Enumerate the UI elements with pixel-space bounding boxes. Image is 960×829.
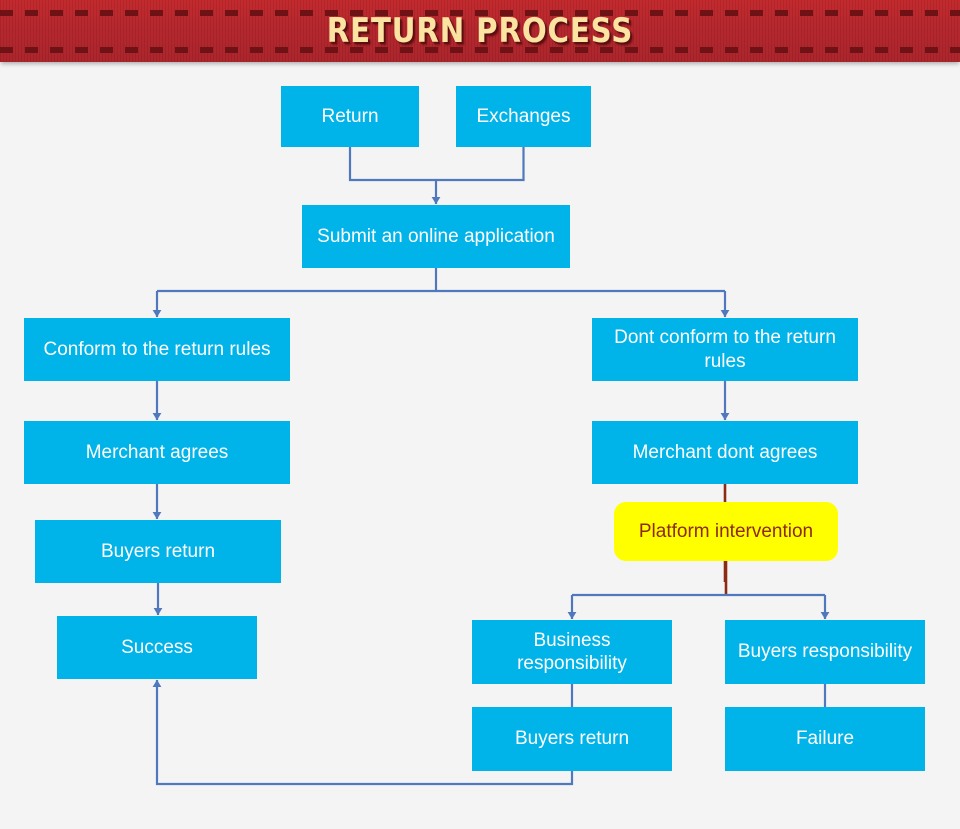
flow-node-conform: Conform to the return rules — [24, 318, 290, 381]
flow-diagram: Return ExchangesSubmit an online applicat… — [0, 62, 960, 829]
flow-node-return: Return — [281, 86, 419, 147]
flow-node-label: Business responsibility — [478, 629, 666, 675]
header-banner: RETURN PROCESS — [0, 0, 960, 62]
flow-node-merchant-disagrees: Merchant dont agrees — [592, 421, 858, 484]
edge-exchanges-to-submit — [436, 147, 524, 180]
flow-node-not-conform: Dont conform to the return rules — [592, 318, 858, 381]
flow-node-label: Conform to the return rules — [43, 338, 270, 361]
flow-node-label: Exchanges — [476, 105, 570, 128]
flow-node-buyers-return-right: Buyers return — [472, 707, 672, 771]
flow-node-business-resp: Business responsibility — [472, 620, 672, 684]
flow-node-buyers-resp: Buyers responsibility — [725, 620, 925, 684]
flow-node-label: Buyers responsibility — [738, 640, 912, 663]
flow-node-failure: Failure — [725, 707, 925, 771]
edge-return-to-submit — [350, 147, 436, 180]
flow-node-label: Merchant dont agrees — [633, 441, 818, 464]
flow-node-exchanges: Exchanges — [456, 86, 591, 147]
flow-node-label: Buyers return — [515, 727, 629, 750]
flow-node-buyers-return-left: Buyers return — [35, 520, 281, 583]
flow-node-label: Success — [121, 636, 193, 659]
flow-node-label: Failure — [796, 727, 854, 750]
flow-node-success: Success — [57, 616, 257, 679]
flow-node-platform: Platform intervention — [614, 502, 838, 561]
flow-node-label: Submit an online application — [317, 225, 555, 248]
flow-node-label: Platform intervention — [639, 520, 813, 543]
flow-node-label: Return — [321, 105, 378, 128]
flow-node-submit: Submit an online application — [302, 205, 570, 268]
flow-node-merchant-agrees: Merchant agrees — [24, 421, 290, 484]
page-title: RETURN PROCESS — [67, 0, 893, 62]
flow-node-label: Merchant agrees — [86, 441, 229, 464]
flow-node-label: Dont conform to the return rules — [598, 326, 852, 372]
flow-node-label: Buyers return — [101, 540, 215, 563]
